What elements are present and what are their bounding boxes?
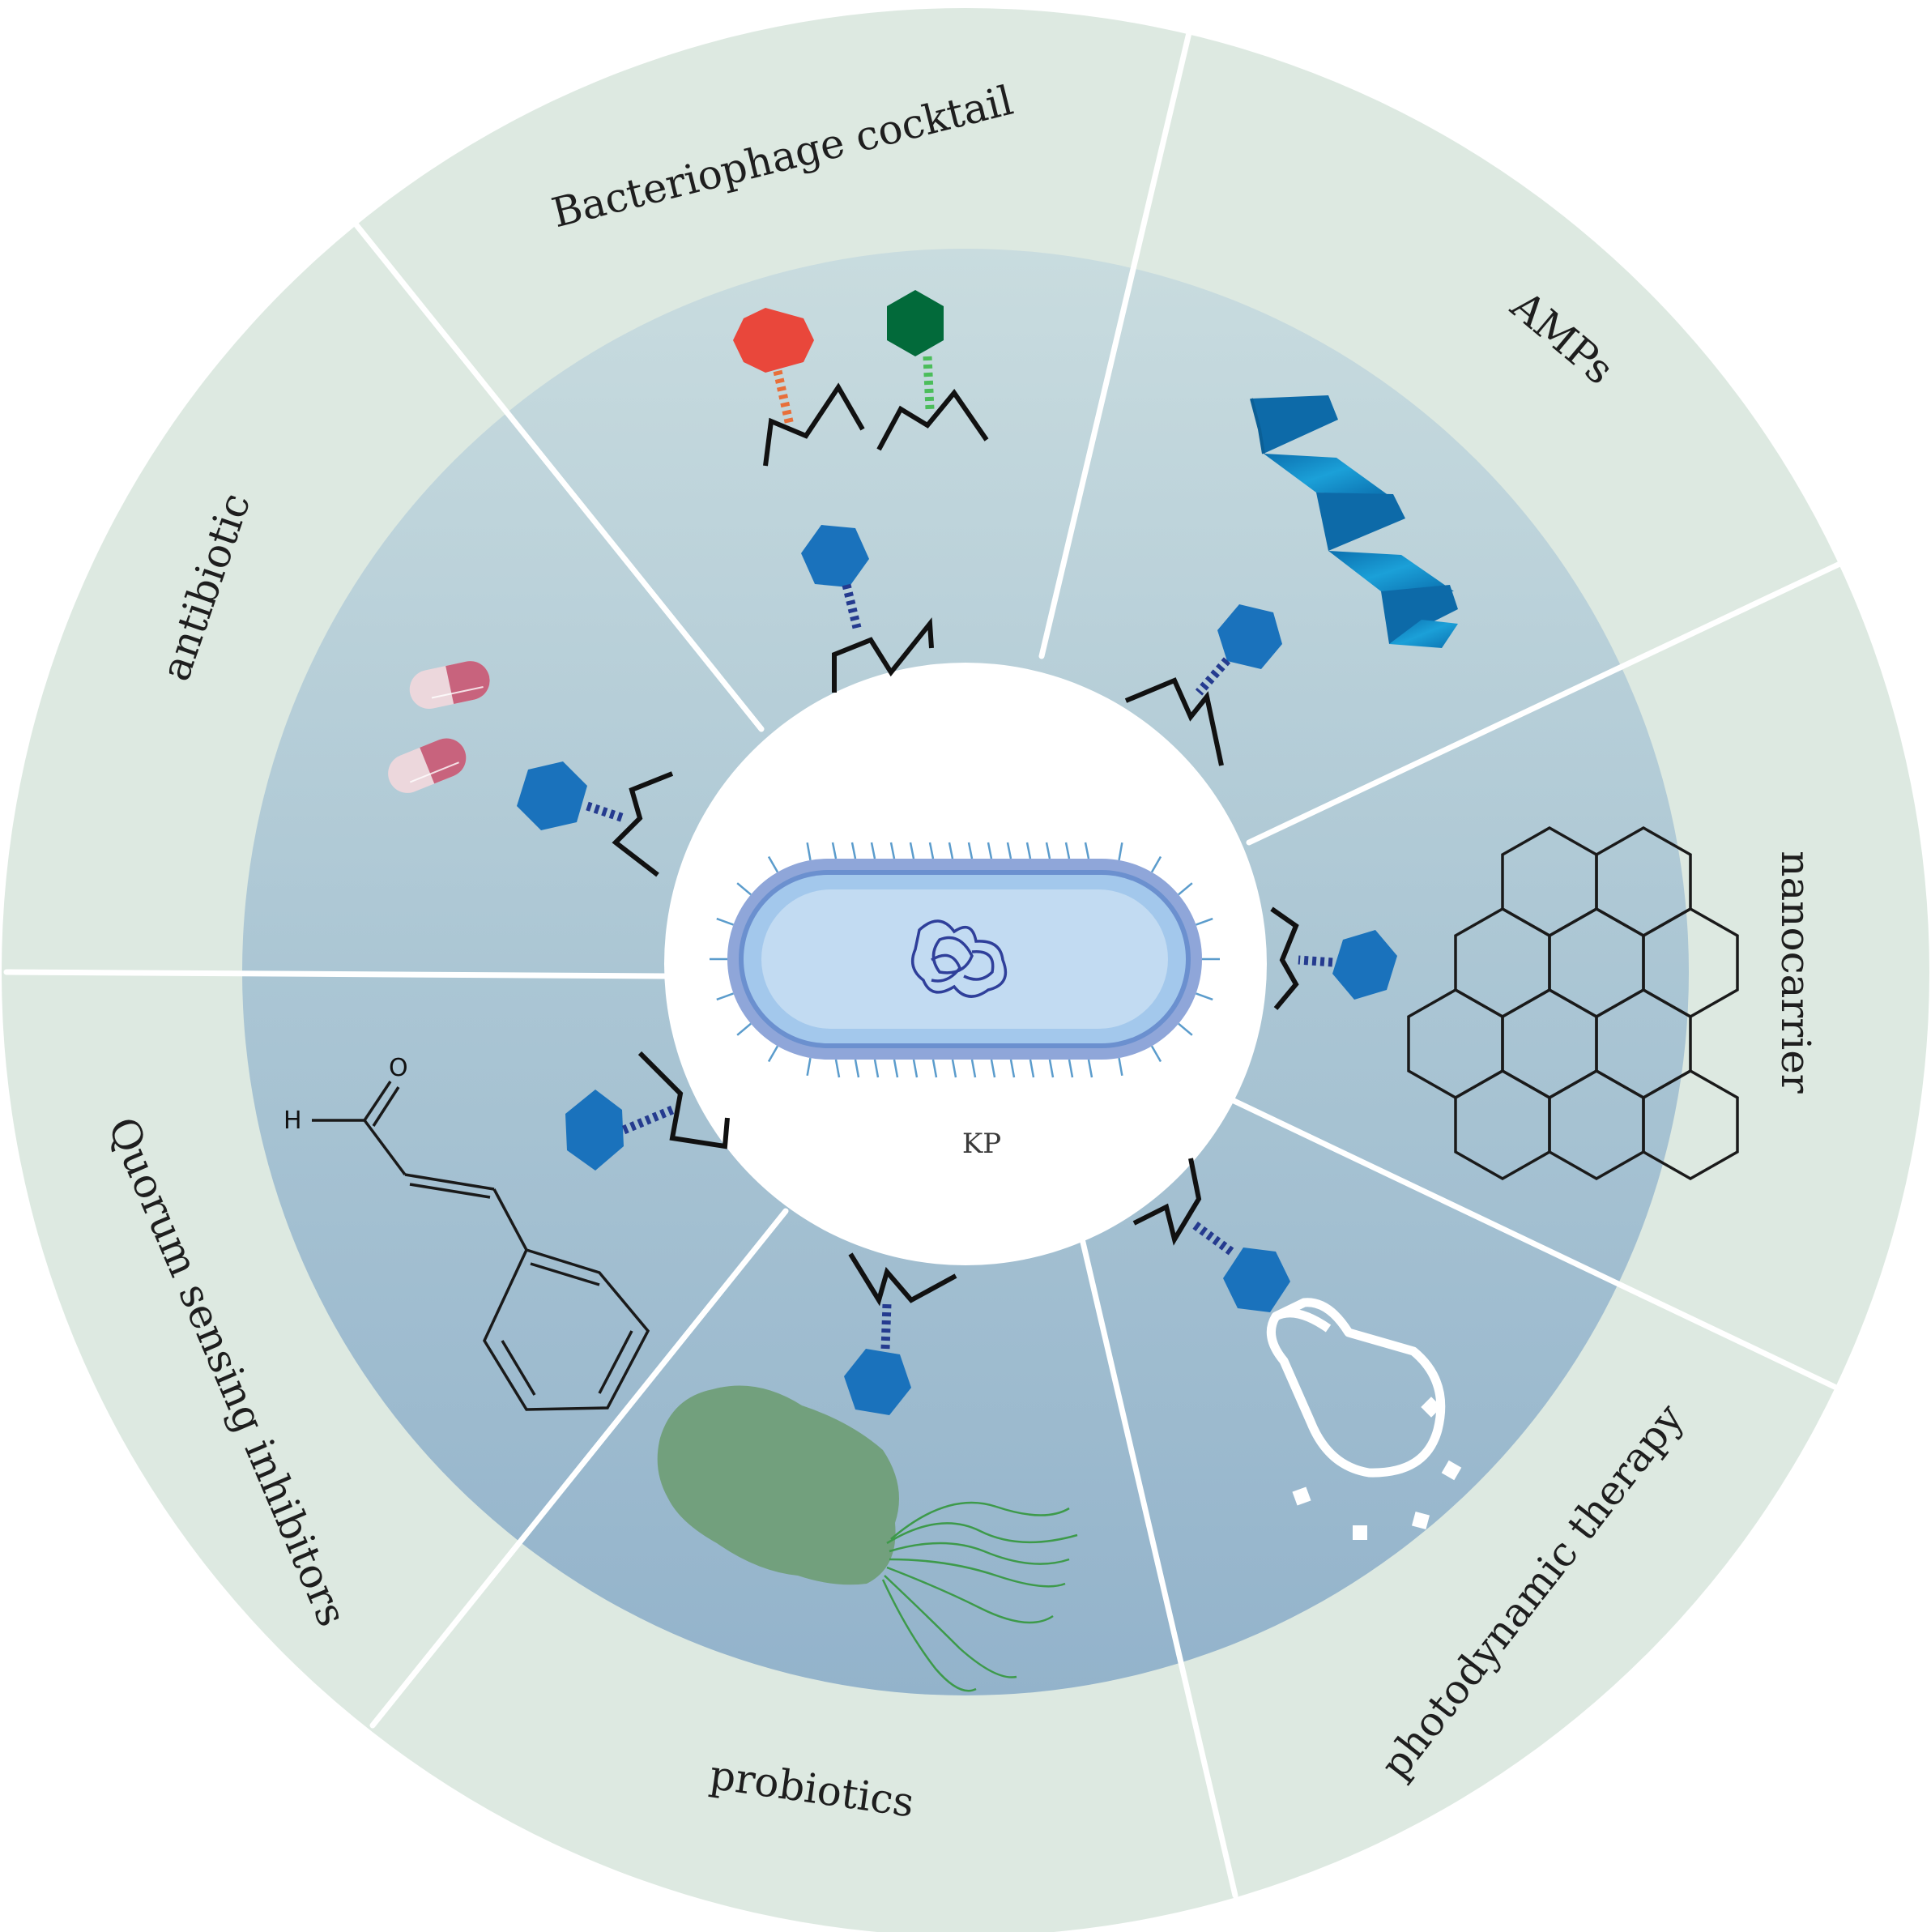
oxygen-atom-label: O [389,1054,408,1082]
blue-phage-icon [565,1051,730,1171]
light-bulb-icon [1266,1298,1446,1478]
light-rays-icon [1292,1397,1462,1540]
pili-icon [710,842,1220,1078]
flagella-icon [881,1501,1078,1692]
blue-phage-icon [1132,1158,1290,1312]
nanocarrier-honeycomb-icon [1407,825,1739,1181]
red-phage-icon [733,308,865,467]
blue-phage-icon [1124,604,1282,766]
amp-helix-icon [1250,395,1458,648]
dna-icon [910,919,1008,998]
segment-dividers [3,23,1850,1899]
kp-bacterium-icon [710,842,1220,1078]
green-phage-icon [876,290,989,451]
blue-phage-icon [801,525,934,693]
hydrogen-atom-label: H [283,1107,302,1135]
kp-label: KP [962,1128,1001,1160]
blue-phage-icon [844,1252,957,1415]
blue-phage-icon [517,761,674,877]
blue-phage-icon [1270,906,1397,1010]
capsule-icon [388,738,467,793]
capsule-icon [409,661,490,709]
cinnamaldehyde-molecule-icon: H O [283,1054,650,1411]
probiotic-bacterium-icon [657,1385,1078,1692]
label-nanocarrier: nanocarrier [1772,851,1819,1094]
